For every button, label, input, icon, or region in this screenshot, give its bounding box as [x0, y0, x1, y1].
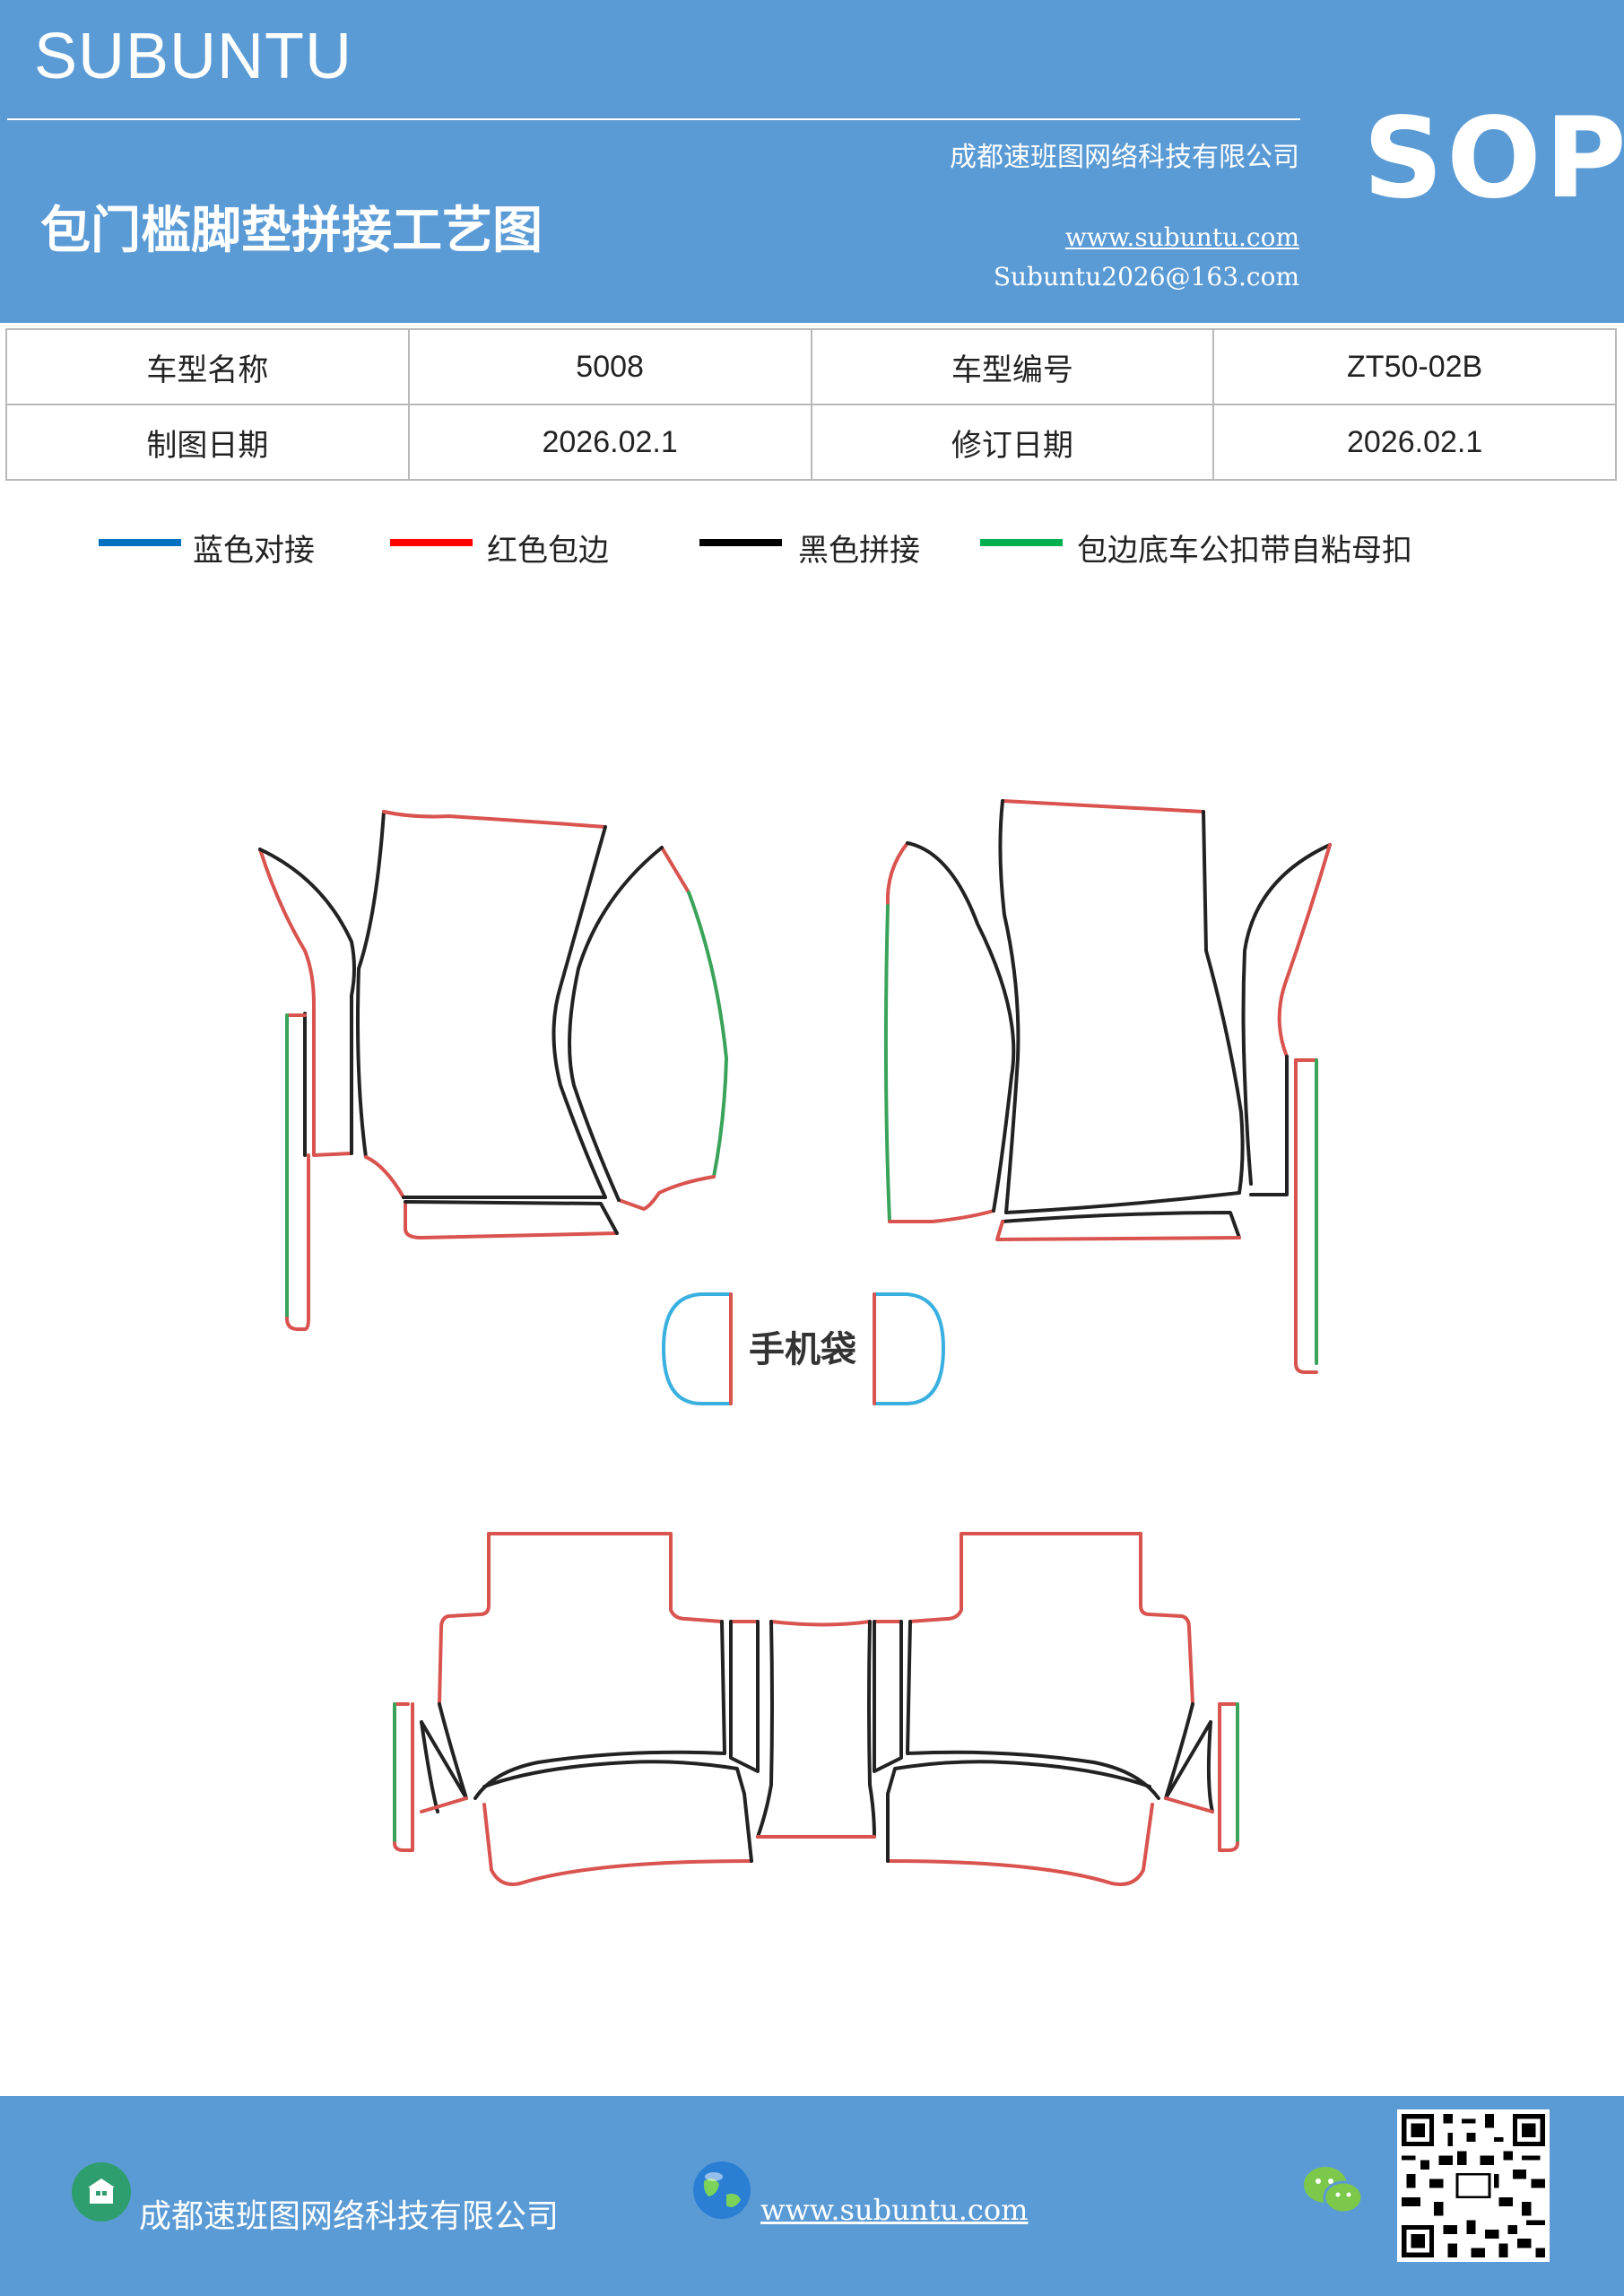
label-draw-date: 制图日期 — [5, 404, 410, 481]
globe-icon — [693, 2161, 751, 2219]
table-row: 车型名称 5008 车型编号 ZT50-02B — [5, 328, 1617, 405]
phone-pocket-right — [873, 1292, 945, 1405]
sop-badge: SOP — [1363, 94, 1624, 223]
website-link[interactable]: www.subuntu.com — [1064, 222, 1299, 252]
legend-swatch-black — [699, 539, 782, 546]
email-address: Subuntu2026@163.com — [993, 262, 1299, 291]
header: SUBUNTU 成都速班图网络科技有限公司 包门槛脚垫拼接工艺图 www.sub… — [0, 0, 1624, 323]
legend-label: 蓝色对接 — [193, 533, 315, 569]
phone-pocket-left — [662, 1292, 733, 1405]
info-table: 车型名称 5008 车型编号 ZT50-02B 制图日期 2026.02.1 修… — [5, 328, 1617, 481]
header-divider — [7, 118, 1300, 120]
legend-label: 红色包边 — [487, 533, 609, 569]
rear-right-mat — [873, 1532, 1239, 1886]
front-left-mat — [258, 810, 728, 1331]
legend-swatch-green — [980, 539, 1063, 546]
center-tunnel-mat — [756, 1620, 876, 1839]
footer-company-name: 成都速班图网络科技有限公司 — [139, 2198, 560, 2235]
legend: 蓝色对接 红色包边 黑色拼接 包边底车公扣带自粘母扣 — [0, 520, 1624, 574]
building-icon — [72, 2162, 131, 2222]
footer-website-link[interactable]: www.subuntu.com — [760, 2193, 1029, 2227]
brand-name: SUBUNTU — [34, 21, 353, 92]
document-title: 包门槛脚垫拼接工艺图 — [40, 201, 543, 260]
value-model-name: 5008 — [407, 328, 812, 405]
value-model-code: ZT50-02B — [1212, 328, 1617, 405]
legend-label: 黑色拼接 — [798, 533, 920, 569]
value-revision-date: 2026.02.1 — [1212, 404, 1617, 481]
qr-code[interactable] — [1397, 2109, 1550, 2262]
footer: 成都速班图网络科技有限公司 www.subuntu.com — [0, 2096, 1624, 2296]
wechat-icon — [1304, 2167, 1364, 2214]
company-name: 成都速班图网络科技有限公司 — [950, 142, 1299, 173]
phone-pocket-label: 手机袋 — [749, 1329, 856, 1370]
legend-swatch-red — [390, 539, 473, 546]
value-draw-date: 2026.02.1 — [407, 404, 812, 481]
legend-label: 包边底车公扣带自粘母扣 — [1077, 533, 1412, 569]
rear-left-mat — [393, 1532, 760, 1886]
label-model-code: 车型编号 — [810, 328, 1215, 405]
front-right-mat — [883, 799, 1332, 1374]
legend-swatch-blue — [99, 539, 181, 546]
label-model-name: 车型名称 — [5, 328, 410, 405]
table-row: 制图日期 2026.02.1 修订日期 2026.02.1 — [5, 404, 1617, 481]
label-revision-date: 修订日期 — [810, 404, 1215, 481]
